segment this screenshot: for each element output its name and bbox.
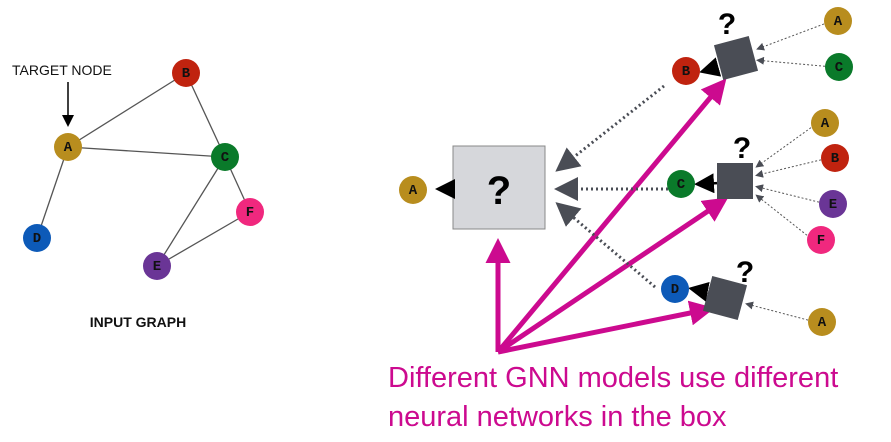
node-label: E <box>153 259 161 275</box>
layer1-group-B: A C? B <box>555 7 853 172</box>
node-circle <box>661 275 689 303</box>
magenta-arrow-1 <box>496 78 727 354</box>
computation-graph: ? A A C? B A B E F? C A? D <box>399 7 853 355</box>
nn-box <box>702 275 748 321</box>
nn-output-arrow <box>694 173 718 194</box>
node-A: A <box>824 7 852 35</box>
neighbor-arrow <box>755 159 822 178</box>
node-circle <box>143 252 171 280</box>
node-label: A <box>64 140 73 156</box>
magenta-arrow-3 <box>497 300 715 355</box>
neighbor-arrow <box>755 194 808 236</box>
node-label: C <box>677 177 686 193</box>
node-B: B <box>821 144 849 172</box>
box-question-mark: ? <box>487 169 511 213</box>
dotted-message-arrow <box>555 202 656 289</box>
dotted-message-arrow <box>555 84 665 172</box>
node-B: B <box>672 57 700 85</box>
node-label: D <box>33 231 41 247</box>
edge-A-D <box>36 146 69 239</box>
input-graph-edges <box>36 72 251 267</box>
node-label: A <box>818 315 827 331</box>
node-D: D <box>23 224 51 252</box>
node-C: C <box>825 53 853 81</box>
input-graph-title: INPUT GRAPH <box>90 314 186 330</box>
edge-C-E <box>156 156 226 267</box>
neighbor-arrow <box>745 301 809 321</box>
node-C: C <box>667 170 695 198</box>
node-D: D <box>661 275 689 303</box>
node-circle <box>667 170 695 198</box>
edge-A-C <box>67 146 226 158</box>
node-circle <box>819 190 847 218</box>
node-F: F <box>807 226 835 254</box>
node-label: F <box>817 233 825 249</box>
edge-B-C <box>185 72 226 158</box>
caption-line-2: neural networks in the box <box>388 401 727 433</box>
node-circle <box>211 143 239 171</box>
node-circle <box>824 7 852 35</box>
node-E: E <box>819 190 847 218</box>
node-circle <box>821 144 849 172</box>
layer1-group-D: A? D <box>555 202 836 336</box>
node-A: A <box>808 308 836 336</box>
neighbor-arrow <box>755 127 812 168</box>
node-C: C <box>211 143 239 171</box>
nn-box-question-mark: ? <box>736 256 754 289</box>
node-A: A <box>399 176 427 204</box>
layer1-group-C: A B E F? C <box>554 109 849 254</box>
nn-box <box>713 35 759 81</box>
nn-output-arrow <box>688 282 710 302</box>
nn-box <box>717 163 753 199</box>
nn-box-question-mark: ? <box>733 132 751 165</box>
node-label: B <box>831 151 840 167</box>
node-circle <box>172 59 200 87</box>
node-B: B <box>172 59 200 87</box>
target-node-label: TARGET NODE <box>12 62 112 78</box>
node-label: C <box>835 60 844 76</box>
node-label: B <box>682 64 691 80</box>
node-E: E <box>143 252 171 280</box>
edge-E-F <box>156 211 251 267</box>
node-circle <box>236 198 264 226</box>
neighbor-arrow <box>755 184 820 203</box>
node-A: A <box>54 133 82 161</box>
node-label: B <box>182 66 191 82</box>
edge-A-B <box>67 72 187 148</box>
node-F: F <box>236 198 264 226</box>
node-label: F <box>246 205 254 221</box>
node-label: E <box>829 197 837 213</box>
neighbor-arrow <box>756 23 825 51</box>
node-label: D <box>671 282 679 298</box>
node-label: C <box>221 150 230 166</box>
node-label: A <box>409 183 418 199</box>
node-label: A <box>834 14 843 30</box>
node-A: A <box>811 109 839 137</box>
caption-line-1: Different GNN models use different <box>388 362 839 394</box>
magenta-arrow-2 <box>496 197 729 355</box>
node-circle <box>399 176 427 204</box>
node-label: A <box>821 116 830 132</box>
node-circle <box>825 53 853 81</box>
node-circle <box>672 57 700 85</box>
node-circle <box>811 109 839 137</box>
node-circle <box>54 133 82 161</box>
input-graph-nodes: A B C D E F <box>23 59 264 280</box>
nn-box-question-mark: ? <box>718 8 736 41</box>
neighbor-arrow <box>756 56 826 67</box>
node-circle <box>23 224 51 252</box>
node-circle <box>808 308 836 336</box>
node-circle <box>807 226 835 254</box>
nn-output-arrow <box>699 57 722 77</box>
